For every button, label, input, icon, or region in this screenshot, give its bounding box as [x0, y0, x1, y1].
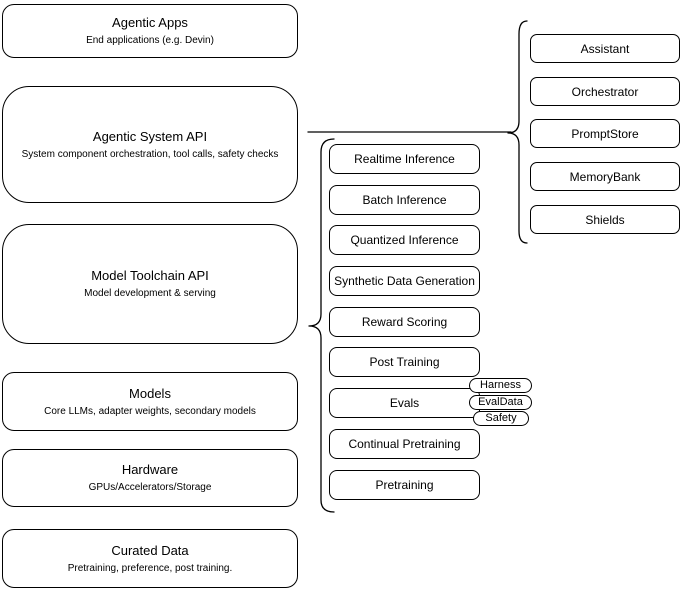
node-shields: Shields: [530, 205, 680, 234]
node-model-toolchain-api: Model Toolchain API Model development & …: [2, 224, 298, 344]
node-post-training: Post Training: [329, 347, 480, 377]
node-subtitle: Model development & serving: [84, 288, 216, 299]
system-components-brace: [507, 20, 528, 244]
node-evals: Evals: [329, 388, 480, 418]
node-continual-pretraining: Continual Pretraining: [329, 429, 480, 459]
node-orchestrator: Orchestrator: [530, 77, 680, 106]
node-subtitle: End applications (e.g. Devin): [86, 35, 214, 46]
tag-harness: Harness: [469, 378, 532, 393]
node-subtitle: System component orchestration, tool cal…: [21, 148, 279, 160]
node-agentic-apps: Agentic Apps End applications (e.g. Devi…: [2, 4, 298, 58]
node-subtitle: Pretraining, preference, post training.: [67, 562, 233, 574]
node-memorybank: MemoryBank: [530, 162, 680, 191]
node-promptstore: PromptStore: [530, 119, 680, 148]
node-title: Hardware: [121, 462, 179, 477]
node-title: Models: [129, 385, 171, 401]
node-curated-data: Curated Data Pretraining, preference, po…: [2, 529, 298, 588]
node-models: Models Core LLMs, adapter weights, secon…: [2, 372, 298, 431]
node-synthetic-data-generation: Synthetic Data Generation: [329, 266, 480, 296]
node-title: Agentic System API: [92, 128, 208, 144]
node-agentic-system-api: Agentic System API System component orch…: [2, 86, 298, 203]
node-batch-inference: Batch Inference: [329, 185, 480, 215]
node-pretraining: Pretraining: [329, 470, 480, 500]
node-realtime-inference: Realtime Inference: [329, 144, 480, 174]
node-hardware: Hardware GPUs/Accelerators/Storage: [2, 449, 298, 507]
node-title: Agentic Apps: [112, 15, 188, 30]
node-subtitle: Core LLMs, adapter weights, secondary mo…: [44, 405, 256, 417]
node-title: Model Toolchain API: [91, 268, 209, 283]
node-assistant: Assistant: [530, 34, 680, 63]
node-reward-scoring: Reward Scoring: [329, 307, 480, 337]
tag-evaldata: EvalData: [469, 395, 532, 410]
node-subtitle: GPUs/Accelerators/Storage: [88, 482, 212, 493]
tag-safety: Safety: [473, 411, 529, 426]
node-quantized-inference: Quantized Inference: [329, 225, 480, 255]
node-title: Curated Data: [111, 542, 189, 558]
